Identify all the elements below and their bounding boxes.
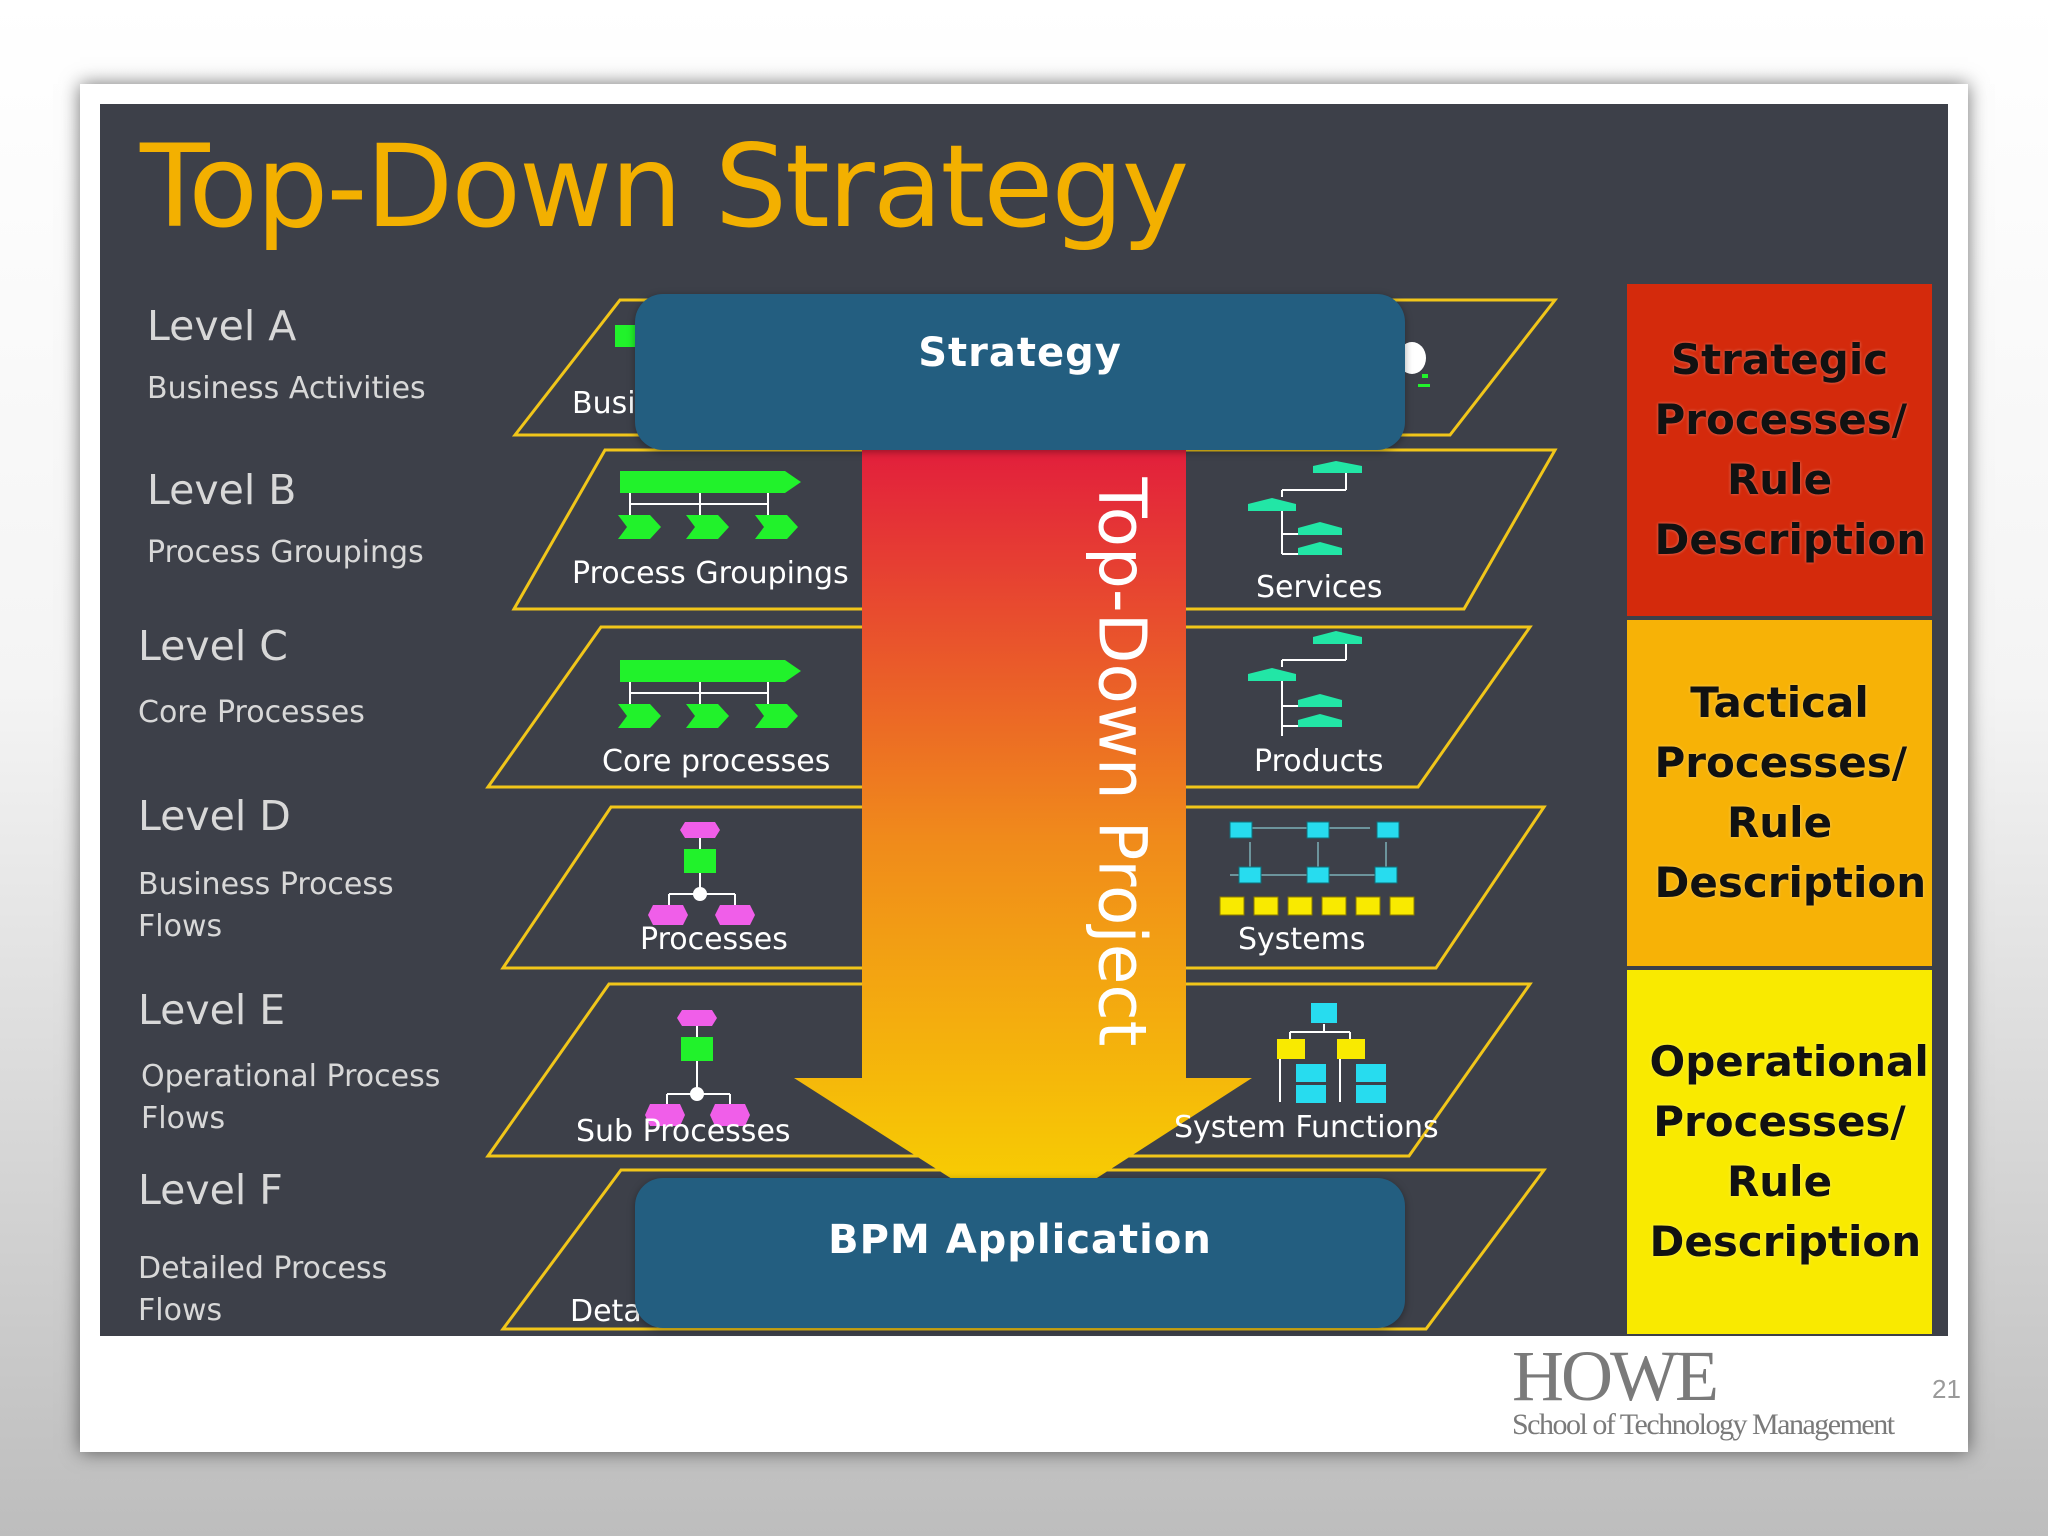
page-number: 21 — [1932, 1374, 1961, 1404]
level-b-heading: Level B — [147, 466, 297, 514]
sub-processes-icon — [645, 1010, 750, 1126]
products-label: Products — [1254, 744, 1384, 779]
top-down-project-label: Top-Down Project — [1083, 477, 1161, 1047]
core-processes-icon — [618, 660, 801, 728]
systems-icon — [1219, 821, 1415, 916]
bpm-application-box: BPM Application — [635, 1178, 1405, 1328]
howe-logo-name: HOWE — [1512, 1336, 1719, 1416]
slide-panel: Top-Down Strategy Level A Business Activ… — [100, 104, 1948, 1336]
level-a-green-node — [615, 325, 637, 347]
sub-processes-label: Sub Processes — [576, 1114, 791, 1149]
slide: Top-Down Strategy Level A Business Activ… — [80, 84, 1968, 1452]
operational-description-box: Operational Processes/ Rule Description — [1627, 970, 1932, 1334]
plane-level-f — [500, 1168, 1547, 1331]
level-f-plane-label: Deta — [570, 1294, 642, 1329]
tactical-description-label: Tactical Processes/ Rule Description — [1654, 678, 1927, 907]
tactical-description-box: Tactical Processes/ Rule Description — [1627, 620, 1932, 966]
level-e-description: Operational Process Flows — [141, 1059, 441, 1136]
processes-label: Processes — [640, 922, 788, 957]
level-a-heading: Level A — [147, 302, 297, 350]
bpm-application-label: BPM Application — [828, 1217, 1212, 1263]
services-label: Services — [1256, 570, 1383, 605]
process-groupings-icon — [618, 471, 801, 539]
strategic-description-label: Strategic Processes/ Rule Description — [1654, 335, 1927, 564]
products-icon — [1248, 631, 1362, 736]
top-down-arrow — [794, 450, 1252, 1225]
level-d-heading: Level D — [138, 792, 291, 840]
system-functions-label: System Functions — [1174, 1110, 1439, 1145]
operational-description-label: Operational Processes/ Rule Description — [1649, 1037, 1929, 1266]
systems-label: Systems — [1238, 922, 1366, 957]
strategy-box: Strategy — [635, 294, 1405, 450]
level-f-heading: Level F — [138, 1166, 283, 1214]
diagram-layers — [485, 298, 1559, 1331]
process-groupings-label: Process Groupings — [572, 556, 849, 591]
howe-logo-subtitle: School of Technology Management — [1512, 1408, 1895, 1441]
level-a-mini-tree — [1418, 374, 1430, 387]
strategic-description-box: Strategic Processes/ Rule Description — [1627, 284, 1932, 616]
level-d-description: Business Process Flows — [138, 867, 394, 944]
core-processes-label: Core processes — [602, 744, 831, 779]
services-icon — [1248, 461, 1362, 555]
level-c-heading: Level C — [138, 622, 288, 670]
system-functions-icon — [1277, 1003, 1386, 1103]
level-a-plane-label: Busi — [572, 386, 636, 421]
level-f-description: Detailed Process Flows — [138, 1251, 388, 1328]
level-a-node-right — [1398, 342, 1426, 374]
slide-title: Top-Down Strategy — [140, 120, 1189, 253]
level-e-heading: Level E — [138, 986, 286, 1034]
level-a-description: Business Activities — [147, 371, 426, 406]
level-c-description: Core Processes — [138, 695, 365, 730]
strategy-label: Strategy — [918, 330, 1122, 376]
level-b-description: Process Groupings — [147, 535, 424, 570]
processes-icon — [648, 822, 755, 925]
howe-logo: HOWE School of Technology Management — [1512, 1336, 1912, 1442]
